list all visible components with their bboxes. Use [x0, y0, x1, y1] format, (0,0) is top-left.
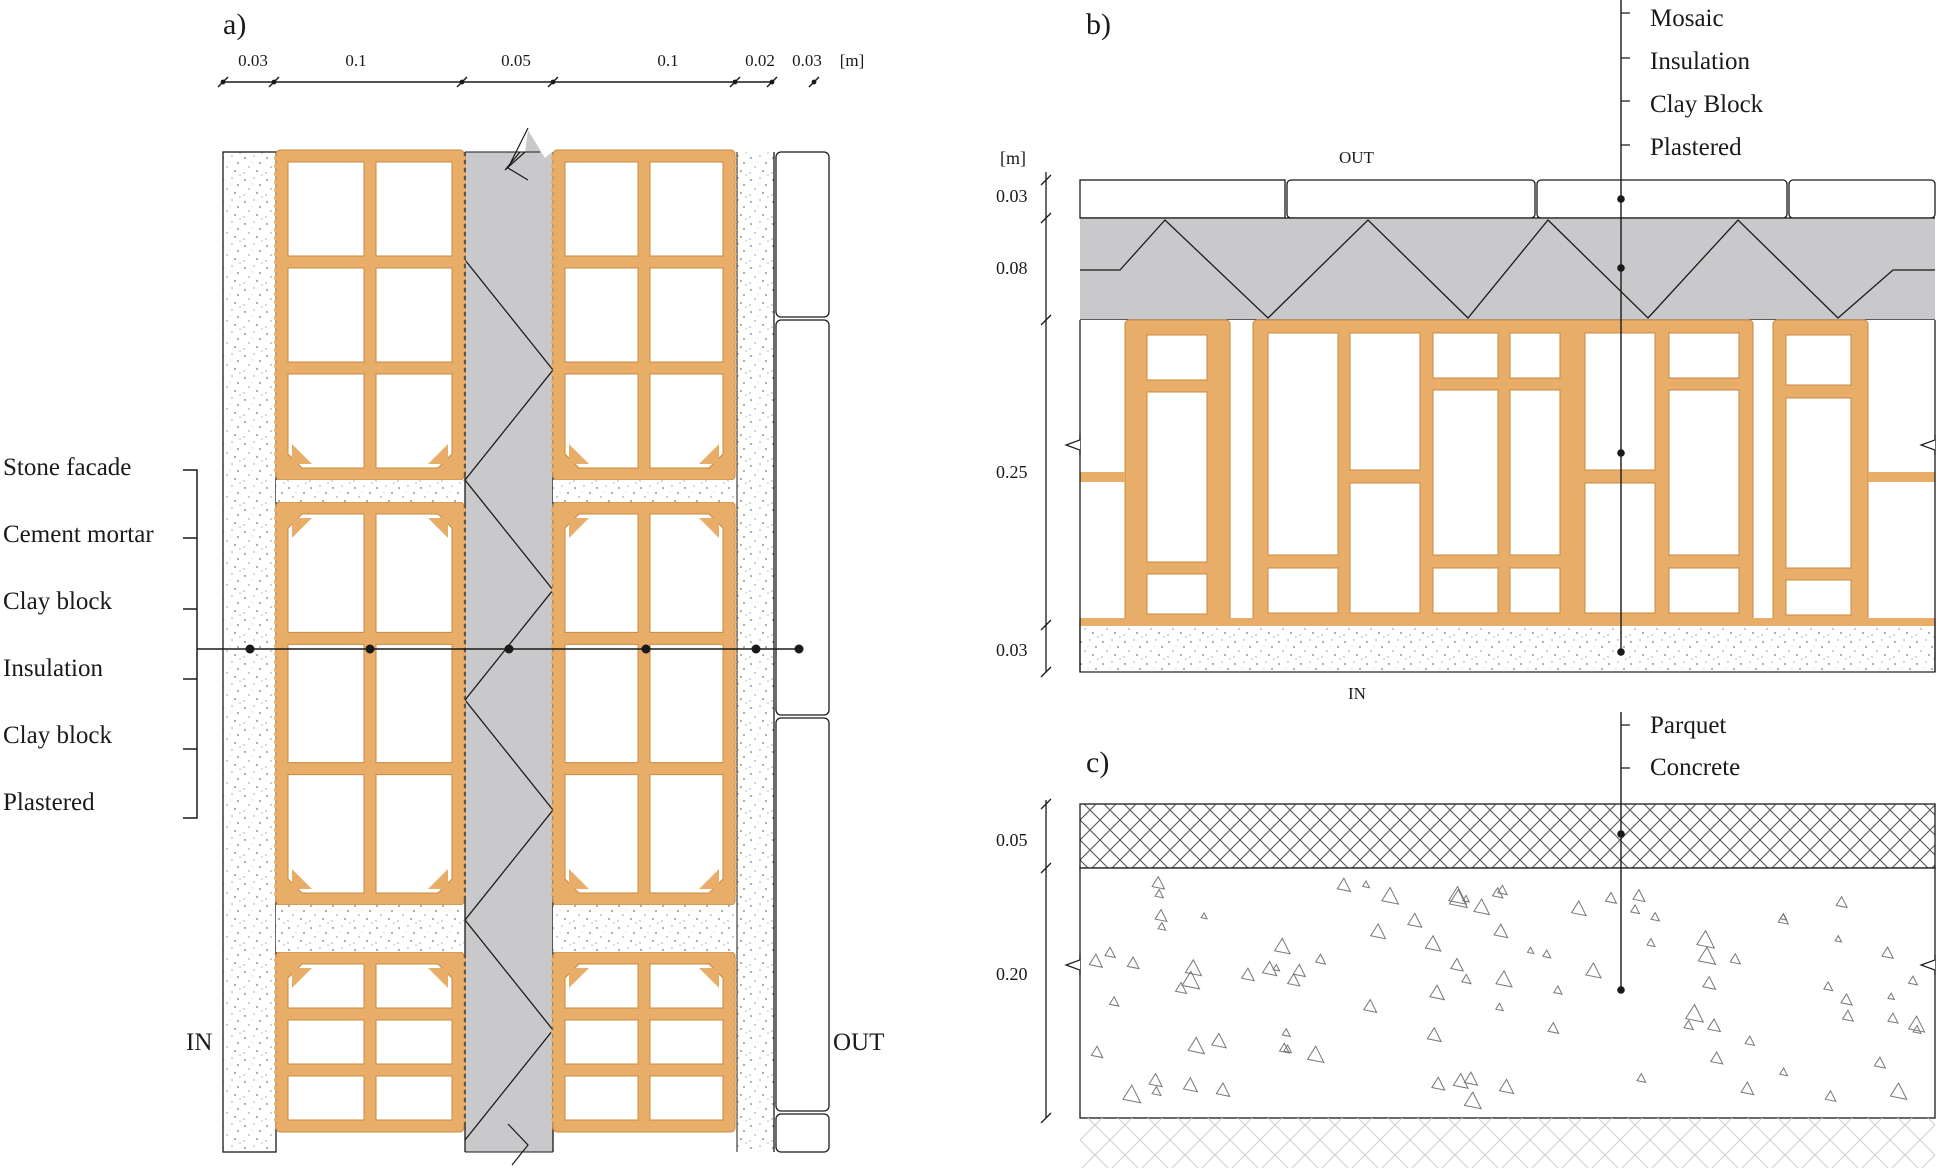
clay-block-unit — [274, 951, 466, 1133]
dim-label-1: 0.03 — [238, 51, 268, 70]
legend-mosaic: Mosaic — [1650, 5, 1724, 32]
legend-clay-block-outer: Clay block — [3, 588, 113, 615]
thickness-clay-block: 0.25 — [996, 462, 1028, 482]
dim-label-5: 0.02 — [745, 51, 775, 70]
panel-a-section-line — [197, 644, 804, 654]
clay-blocks-b — [1080, 319, 1935, 626]
ground-hatch — [1080, 1118, 1935, 1168]
panel-c: c) 0.05 0.20 Parquet Concrete — [996, 712, 1936, 1168]
clay-block-unit — [274, 149, 466, 481]
panel-b-label: b) — [1086, 8, 1111, 41]
legend-concrete: Concrete — [1650, 754, 1740, 781]
parquet-layer — [1079, 803, 1936, 869]
thickness-mosaic: 0.03 — [996, 186, 1028, 206]
panel-b-unit: [m] — [1000, 148, 1026, 168]
legend-stone-facade: Stone facade — [3, 454, 131, 481]
thickness-concrete: 0.20 — [996, 964, 1028, 984]
clay-blocks — [274, 149, 737, 1133]
panel-a-legend: Stone facade Cement mortar Clay block In… — [3, 454, 198, 819]
plaster-layer-b — [1079, 619, 1936, 673]
panel-a: a) 0.03 0.1 0.05 0.1 0.02 0.03 [m] — [3, 8, 884, 1166]
panel-c-thickness-scale: 0.05 0.20 — [996, 798, 1052, 1124]
clay-block-unit — [551, 149, 737, 481]
panel-b: b) [m] 0.03 0.08 0.25 0.0 — [996, 0, 1936, 703]
thickness-plaster: 0.03 — [996, 640, 1028, 660]
clay-block-unit — [551, 951, 737, 1133]
dim-label-2: 0.1 — [345, 51, 366, 70]
thickness-insulation: 0.08 — [996, 258, 1028, 278]
panel-a-outside-label: OUT — [833, 1029, 884, 1056]
legend-parquet: Parquet — [1650, 712, 1726, 739]
panel-b-outside-label: OUT — [1339, 148, 1375, 167]
concrete-aggregate — [1088, 875, 1926, 1110]
legend-insulation-b: Insulation — [1650, 48, 1750, 75]
legend-clay-block-inner: Clay block — [3, 722, 113, 749]
panel-a-inside-label: IN — [186, 1029, 212, 1056]
dim-label-4: 0.1 — [657, 51, 678, 70]
legend-clay-block-b: Clay Block — [1650, 91, 1764, 118]
clay-block-unit-b — [1124, 319, 1231, 626]
panel-c-label: c) — [1086, 746, 1109, 779]
panel-a-label: a) — [223, 8, 246, 41]
clay-block-unit-b — [1772, 319, 1869, 626]
dim-label-6: 0.03 — [792, 51, 822, 70]
legend-plastered-b: Plastered — [1650, 134, 1742, 161]
panel-b-inside-label: IN — [1348, 684, 1366, 703]
thickness-parquet: 0.05 — [996, 830, 1028, 850]
concrete-layer — [1079, 867, 1936, 1119]
dim-label-3: 0.05 — [501, 51, 531, 70]
legend-cement-mortar: Cement mortar — [3, 521, 154, 548]
clay-block-unit — [274, 501, 466, 906]
clay-block-unit-b — [1252, 319, 1754, 626]
insulation-layer-b — [1080, 217, 1935, 321]
legend-insulation: Insulation — [3, 655, 103, 682]
panel-b-thickness-scale: [m] 0.03 0.08 0.25 0.03 — [996, 148, 1052, 678]
legend-plastered: Plastered — [3, 789, 95, 816]
panel-a-dimension-chain: 0.03 0.1 0.05 0.1 0.02 0.03 [m] — [217, 51, 865, 88]
mosaic-layer — [1079, 179, 1936, 219]
panel-b-leader: Mosaic Insulation Clay Block Plastered — [1617, 0, 1764, 656]
clay-block-unit — [551, 501, 737, 906]
dim-unit: [m] — [840, 51, 865, 70]
stone-facade-layer — [775, 151, 830, 1153]
panel-c-leader: Parquet Concrete — [1617, 712, 1740, 994]
